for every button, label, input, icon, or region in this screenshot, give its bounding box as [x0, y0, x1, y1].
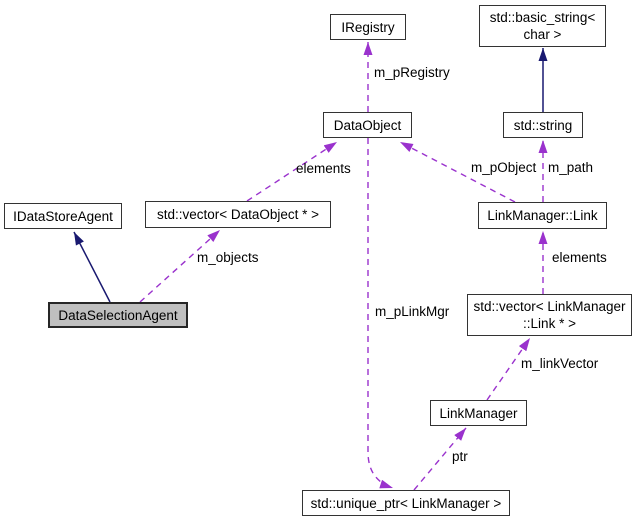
edge-label-elements-dataobject: elements — [296, 161, 351, 176]
node-dataobject[interactable]: DataObject — [323, 112, 412, 138]
node-iregistry[interactable]: IRegistry — [330, 14, 406, 40]
edge-label-m-linkvector: m_linkVector — [521, 356, 599, 371]
edge-label-m-plinkmgr: m_pLinkMgr — [375, 304, 450, 319]
edge-ptr — [413, 427, 467, 491]
edge-label-ptr: ptr — [452, 449, 468, 464]
edge-inherit-dataselectionagent-idatastoreagent — [73, 231, 111, 303]
edge-elements-dataobject — [246, 141, 338, 202]
node-std-string[interactable]: std::string — [503, 112, 583, 138]
edge-label-m-path: m_path — [548, 160, 594, 175]
node-dataselectionagent[interactable]: DataSelectionAgent — [48, 302, 188, 328]
edge-label-m-objects: m_objects — [197, 250, 259, 265]
node-linkmanager-link[interactable]: LinkManager::Link — [478, 202, 607, 229]
node-std-vector-linkmanager-link[interactable]: std::vector< LinkManager ::Link * > — [467, 294, 632, 336]
edge-m-objects — [139, 229, 221, 303]
node-linkmanager[interactable]: LinkManager — [430, 400, 527, 426]
edge-label-m-pobject: m_pObject — [471, 160, 537, 175]
edge-m-plinkmgr — [367, 138, 394, 489]
edge-label-elements-link: elements — [552, 250, 607, 265]
edge-m-linkvector — [486, 337, 531, 401]
edge-label-m-pregistry: m_pRegistry — [374, 65, 450, 80]
node-std-vector-dataobject[interactable]: std::vector< DataObject * > — [145, 201, 331, 228]
node-idatastoreagent[interactable]: IDataStoreAgent — [4, 203, 122, 229]
node-std-basic-string[interactable]: std::basic_string< char > — [479, 5, 606, 47]
node-std-unique-ptr-linkmanager[interactable]: std::unique_ptr< LinkManager > — [302, 490, 510, 516]
